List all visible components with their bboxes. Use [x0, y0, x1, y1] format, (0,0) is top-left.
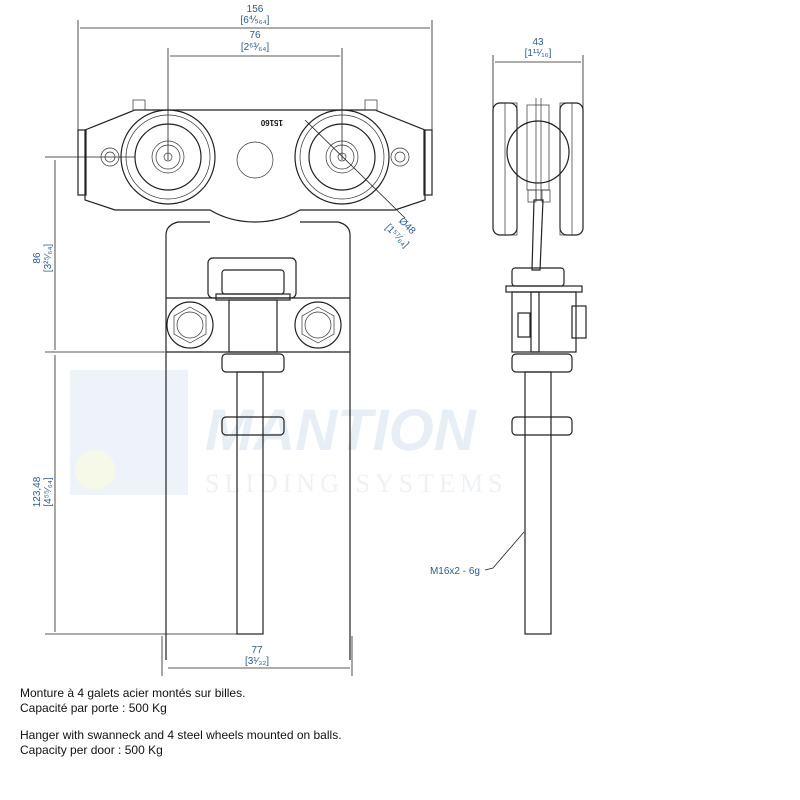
dim-wheel-spacing-in: [2⁶³⁄₆₄]	[241, 42, 270, 53]
watermark-brand: MANTION	[205, 398, 477, 463]
caption-fr-line1: Monture à 4 galets acier montés sur bill…	[20, 686, 246, 700]
caption-en-line1: Hanger with swanneck and 4 steel wheels …	[20, 728, 342, 742]
right-wheel	[294, 109, 390, 205]
dim-lower-height-in: [4⁵⁵⁄₆₄]	[43, 477, 54, 506]
dim-side-width-in: [1¹¹⁄₁₆]	[525, 48, 552, 59]
part-number: 15160	[260, 118, 283, 127]
caption-en-line2: Capacity per door : 500 Kg	[20, 743, 163, 757]
dim-plate-width: 77	[251, 645, 263, 656]
caption-fr-line2: Capacité par porte : 500 Kg	[20, 701, 167, 715]
watermark: MANTION SLIDING SYSTEMS	[70, 370, 508, 498]
caption-en: Hanger with swanneck and 4 steel wheels …	[20, 728, 342, 758]
dim-plate-width-in: [3¹⁄₃₂]	[245, 656, 269, 667]
dim-overall-width-in: [6⅘₆₄]	[241, 15, 270, 26]
front-view: 156 [6⅘₆₄] 76 [2⁶³⁄₆₄] 15160 Ø48 [1⁵⁷⁄₆₄…	[32, 4, 433, 676]
thread-callout: M16x2 - 6g	[430, 566, 480, 577]
side-view: 43 [1¹¹⁄₁₆] M16x2 - 6g	[430, 37, 587, 635]
dim-upper-height: 86	[32, 252, 43, 264]
dim-overall-width: 156	[247, 4, 264, 15]
dim-upper-height-in: [3²⁵⁄₆₄]	[43, 244, 54, 273]
caption-fr: Monture à 4 galets acier montés sur bill…	[20, 686, 245, 716]
watermark-tagline: SLIDING SYSTEMS	[205, 469, 508, 498]
dim-side-width: 43	[532, 37, 544, 48]
dim-lower-height: 123,48	[32, 476, 43, 507]
dim-wheel-spacing: 76	[249, 30, 261, 41]
